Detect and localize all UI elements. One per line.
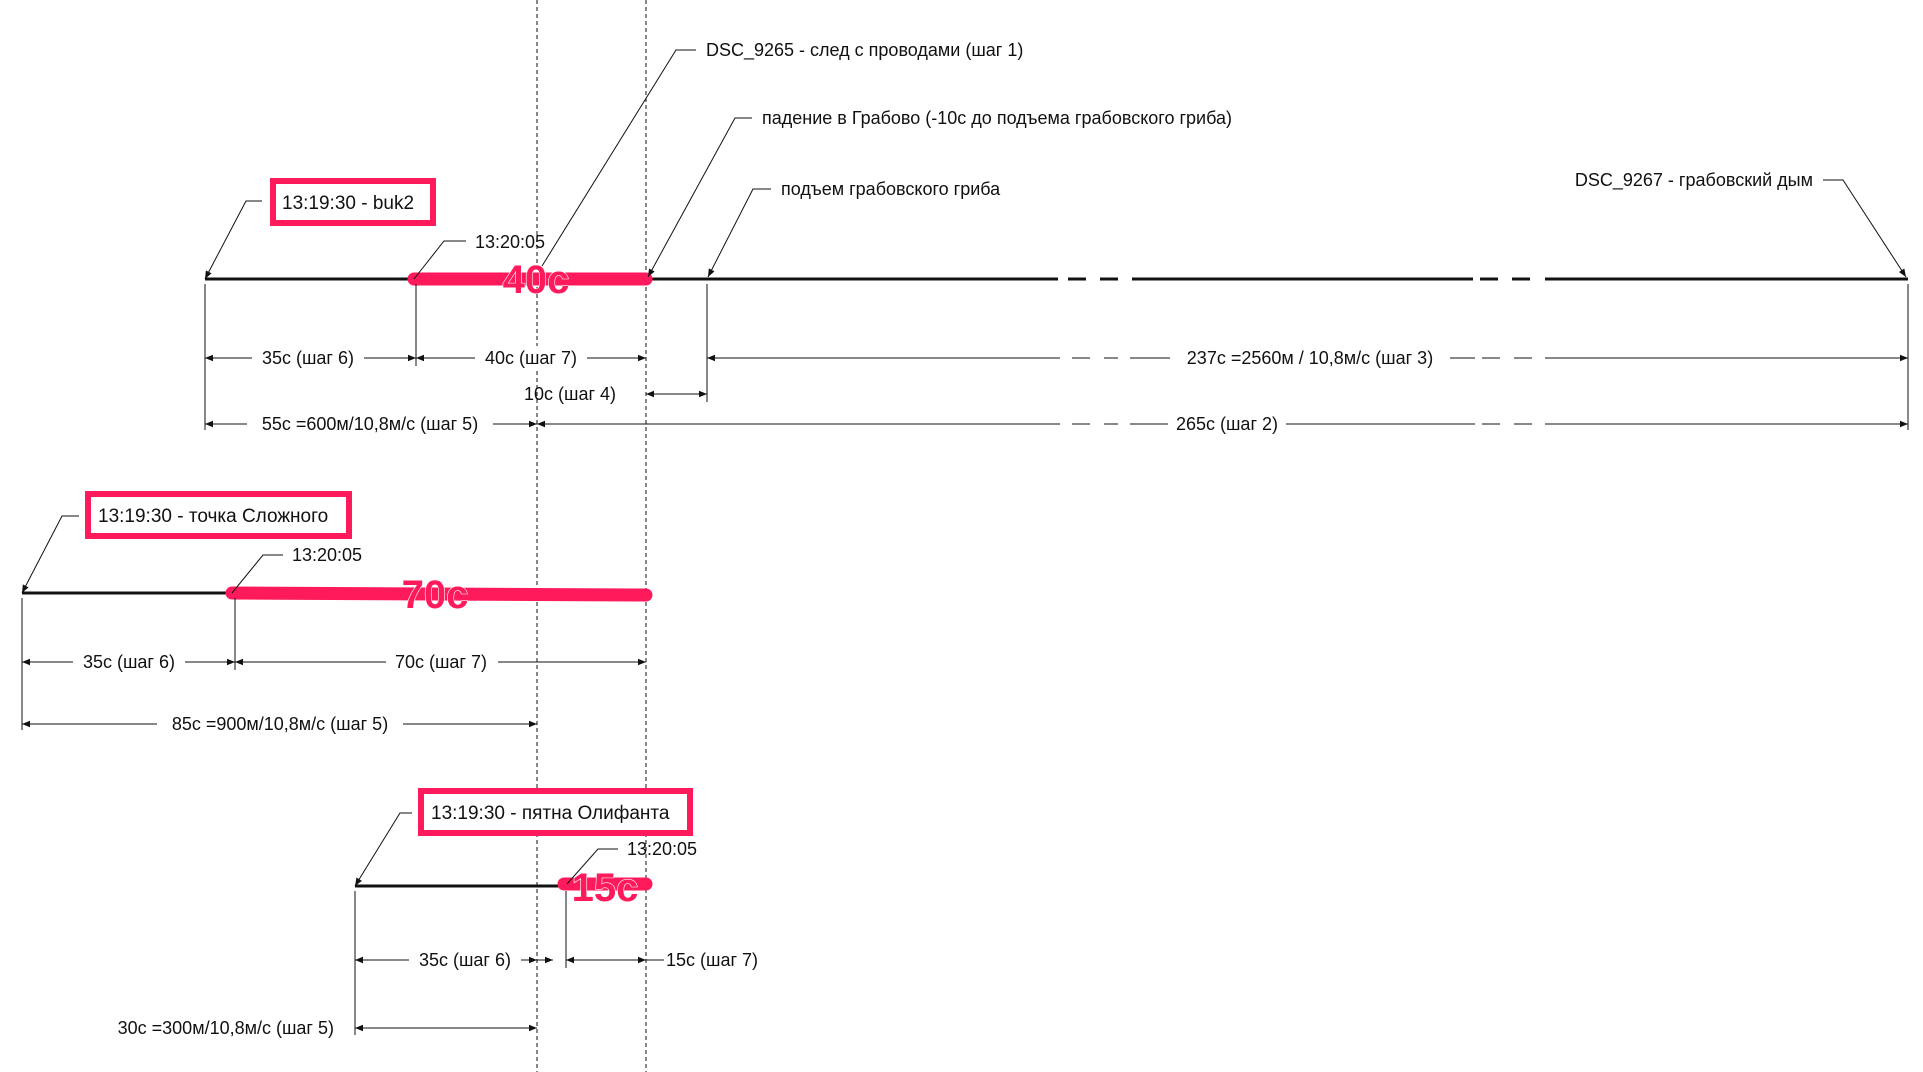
start-label-box	[270, 178, 436, 226]
callout-padenie: падение в Грабово (-10с до подъема грабо…	[762, 108, 1232, 128]
start-label-box	[85, 491, 352, 539]
start-leader	[354, 812, 412, 887]
highlight-label: 15с	[572, 866, 639, 910]
timeline-buk2: 40с 13:19:30 - buk2 13:20:05 DSC_9265 - …	[204, 40, 1909, 434]
callout-padenie-leader	[647, 117, 752, 278]
callout-dsc9265: DSC_9265 - след с проводами (шаг 1)	[706, 40, 1023, 61]
dimension-85-label: 85с =900м/10,8м/с (шаг 5)	[172, 714, 388, 734]
callout-podem-leader	[707, 188, 771, 278]
time-label: 13:20:05	[292, 545, 362, 565]
start-label-box	[418, 788, 693, 836]
start-leader	[21, 515, 79, 594]
callout-dsc9267-leader	[1823, 179, 1907, 278]
highlight-label: 70с	[402, 573, 469, 617]
callout-dsc9267: DSC_9267 - грабовский дым	[1575, 170, 1813, 191]
dimension-40-label: 40с (шаг 7)	[485, 348, 577, 368]
dimension-35-label: 35с (шаг 6)	[262, 348, 354, 368]
timeline-olifant: 15с 13:19:30 - пятна Олифанта 13:20:05 3…	[118, 788, 758, 1038]
callout-dsc9265-leader	[541, 49, 696, 267]
time-label: 13:20:05	[475, 232, 545, 252]
start-label: 13:19:30 - пятна Олифанта	[431, 803, 670, 824]
dimension-35-label: 35с (шаг 6)	[83, 652, 175, 672]
dimension-237-label: 237с =2560м / 10,8м/с (шаг 3)	[1187, 348, 1433, 368]
highlight-segment	[225, 586, 653, 602]
timeline-slozhny: 70с 13:19:30 - точка Сложного 13:20:05 3…	[21, 491, 653, 734]
time-label: 13:20:05	[627, 839, 697, 859]
dimension-15-label: 15с (шаг 7)	[666, 950, 758, 970]
time-leader	[413, 240, 466, 280]
dimension-35-label: 35с (шаг 6)	[419, 950, 511, 970]
dimension-70-label: 70с (шаг 7)	[395, 652, 487, 672]
time-leader	[566, 848, 618, 885]
time-leader	[231, 554, 283, 594]
dimension-30-label: 30с =300м/10,8м/с (шаг 5)	[118, 1018, 334, 1038]
highlight-label: 40с	[503, 258, 570, 302]
dimension-55-label: 55с =600м/10,8м/с (шаг 5)	[262, 414, 478, 434]
start-label: 13:19:30 - buk2	[282, 193, 414, 214]
start-leader	[204, 200, 262, 280]
dimension-10-label: 10с (шаг 4)	[524, 384, 616, 404]
start-label: 13:19:30 - точка Сложного	[98, 506, 328, 527]
callout-podem: подъем грабовского гриба	[781, 179, 1001, 199]
dimension-265-label: 265с (шаг 2)	[1176, 414, 1278, 434]
